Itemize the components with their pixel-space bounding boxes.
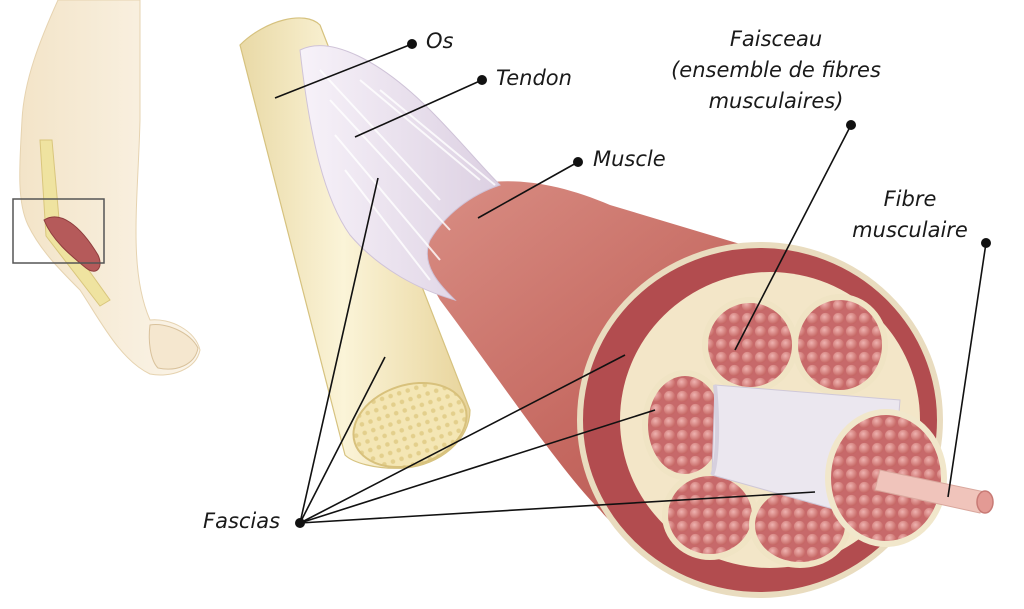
label-faisceau-line-2: (ensemble de fibres <box>671 58 881 82</box>
label-os: Os <box>426 29 454 53</box>
label-faisceau-line-1: Faisceau <box>729 27 823 51</box>
label-muscle: Muscle <box>593 147 666 171</box>
tendon <box>299 45 501 302</box>
leader-lines <box>274 43 987 524</box>
label-fibre-line-1: Fibre <box>883 187 937 211</box>
bone <box>239 17 471 469</box>
label-tendon: Tendon <box>496 66 572 90</box>
label-faisceau: Faisceau (ensemble de fibres musculaires… <box>664 24 888 117</box>
arm-inset-icon <box>19 0 201 376</box>
label-fascias: Fascias <box>203 509 281 533</box>
cross-section <box>577 242 994 598</box>
leader-dots <box>295 39 991 528</box>
label-fibre-line-2: musculaire <box>852 218 968 242</box>
label-faisceau-line-3: musculaires) <box>708 89 844 113</box>
magnify-frame-icon <box>12 198 105 264</box>
label-fibre: Fibre musculaire <box>840 184 980 246</box>
